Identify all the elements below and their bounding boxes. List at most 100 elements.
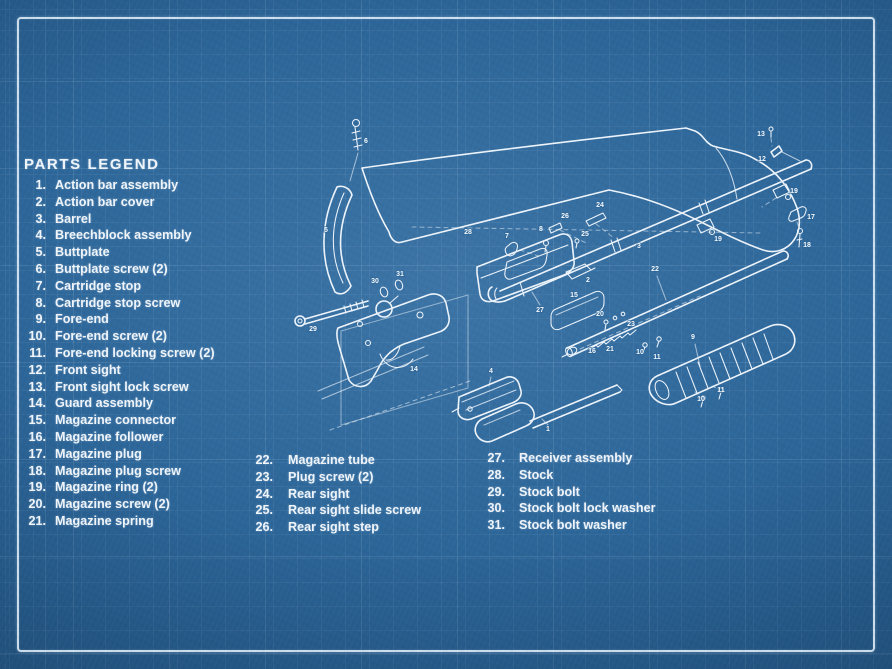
magazine-plug-drawing	[788, 206, 807, 248]
legend-item: 22.Magazine tube	[251, 452, 421, 469]
part-number-label: 29	[309, 326, 317, 333]
action-bar-drawing	[474, 384, 623, 443]
part-number-label: 19	[714, 236, 722, 243]
legend-item: 9.Fore-end	[22, 311, 215, 328]
legend-item: 4.Breechblock assembly	[22, 227, 215, 244]
legend-item-number: 25.	[255, 503, 273, 518]
front-sight-drawing	[768, 126, 801, 162]
legend-item-label: Magazine tube	[288, 453, 375, 467]
part-number-label: 31	[396, 271, 404, 278]
legend-item-label: Receiver assembly	[519, 451, 633, 465]
fore-end-drawing	[648, 323, 796, 408]
legend-item: 6. Buttplate screw (2)	[22, 261, 215, 278]
legend-item-label: Action bar assembly	[55, 178, 179, 192]
legend-item-number: 17.	[28, 446, 46, 461]
legend-item-number: 30.	[487, 501, 505, 516]
legend-item: 19. Magazine ring (2)	[22, 479, 215, 496]
legend-item: 27. Receiver assembly	[483, 450, 655, 467]
stock-bolt-washers-drawing	[379, 279, 404, 298]
part-number-label: 27	[536, 307, 544, 314]
legend-item: 30.Stock bolt lock washer	[483, 500, 655, 517]
legend-item-number: 14.	[28, 396, 46, 411]
legend-item: 1. Action bar assembly	[22, 177, 215, 194]
part-number-label: 15	[570, 292, 578, 299]
legend-item: 15. Magazine connector	[22, 412, 215, 429]
part-number-label: 18	[803, 242, 811, 249]
legend-item-number: 26.	[255, 520, 273, 535]
legend-item-number: 15.	[28, 413, 46, 428]
legend-item-label: Fore-end screw (2)	[55, 329, 167, 344]
legend-item: 14. Guard assembly	[22, 395, 215, 412]
legend-item-label: Buttplate	[55, 245, 110, 260]
legend-item-number: 9.	[35, 312, 46, 327]
legend-item-number: 1.	[35, 178, 46, 192]
legend-item-label: Magazine connector	[55, 413, 177, 428]
breechblock-drawing	[451, 376, 522, 421]
guide-panel-drawing	[317, 294, 471, 431]
part-number-label: 12	[758, 156, 766, 163]
part-number-label: 28	[464, 229, 472, 236]
legend-item-label: Magazine screw (2)	[55, 497, 170, 512]
magazine-tube-drawing	[565, 250, 790, 358]
legend-item-number: 21.	[28, 513, 46, 528]
part-number-label: 30	[371, 278, 379, 285]
legend-item-label: Rear sight	[288, 486, 350, 501]
legend-item-label: Magazine spring	[55, 513, 154, 528]
legend-item-label: Guard assembly	[55, 396, 153, 411]
legend-item-number: 19.	[28, 480, 46, 495]
legend-item: 16.Magazine follower	[22, 429, 215, 446]
legend-item-number: 18.	[28, 463, 46, 478]
part-number-label: 9	[691, 334, 695, 341]
legend-item: 8.Cartridge stop screw	[22, 295, 215, 312]
legend-item-label: Magazine ring (2)	[55, 480, 158, 495]
part-number-label: 10	[636, 349, 644, 356]
part-number-label: 7	[505, 233, 509, 240]
parts-legend-title: PARTS LEGEND	[24, 156, 160, 173]
action-bar-cover-drawing	[565, 263, 596, 280]
legend-item-label: Barrel	[55, 211, 92, 226]
legend-item-number: 2.	[35, 194, 46, 209]
legend-item-number: 29.	[487, 484, 505, 499]
legend-item-label: Stock bolt	[519, 484, 580, 499]
legend-item-number: 6.	[35, 261, 46, 276]
legend-item-number: 24.	[255, 486, 273, 501]
legend-item-label: Magazine plug	[55, 446, 142, 461]
legend-item: 24. Rear sight	[251, 486, 421, 503]
legend-item-number: 31.	[487, 518, 505, 533]
part-number-label: 24	[596, 202, 604, 209]
part-number-label: 8	[539, 226, 543, 233]
part-number-label: 13	[757, 131, 765, 138]
legend-item: 18. Magazine plug screw	[22, 463, 215, 480]
legend-item: 13.Front sight lock screw	[22, 379, 215, 396]
part-number-label: 23	[627, 321, 635, 328]
receiver-drawing	[476, 233, 575, 306]
buttplate-drawing	[323, 185, 353, 295]
part-number-label: 6	[364, 138, 368, 145]
legend-item-label: Fore-end locking screw (2)	[55, 345, 215, 360]
legend-item-label: Cartridge stop	[55, 278, 142, 293]
legend-item-number: 27.	[487, 451, 505, 465]
part-number-label: 2	[586, 277, 590, 284]
legend-item-label: Cartridge stop screw	[55, 295, 181, 310]
part-number-label: 17	[807, 214, 815, 221]
magazine-rings-drawing	[696, 183, 792, 236]
legend-item-number: 3.	[35, 211, 46, 226]
part-number-label: 16	[588, 348, 596, 355]
legend-item: 7.Cartridge stop	[22, 278, 215, 295]
legend-item-number: 28.	[487, 467, 505, 482]
legend-item-number: 20.	[28, 497, 46, 512]
part-number-label: 14	[410, 366, 418, 373]
legend-item-label: Front sight lock screw	[55, 379, 189, 394]
legend-item-label: Front sight	[55, 362, 121, 377]
part-number-label: 20	[596, 311, 604, 318]
legend-item-label: Buttplate screw (2)	[55, 261, 168, 276]
part-number-label: 10	[697, 396, 705, 403]
legend-item: 11.Fore-end locking screw (2)	[22, 345, 215, 362]
legend-item-label: Magazine plug screw	[55, 463, 181, 478]
part-number-label: 5	[324, 227, 328, 234]
